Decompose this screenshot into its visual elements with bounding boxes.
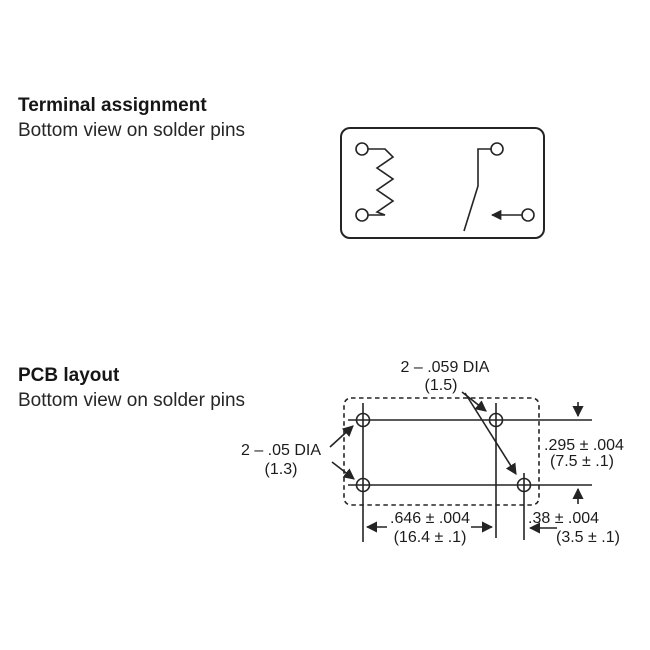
leader-arrow-small-hole-2 bbox=[331, 461, 355, 480]
hole-bottom-left bbox=[355, 477, 371, 493]
terminal-assignment-diagram bbox=[340, 127, 545, 239]
pcb-layout-title: PCB layout bbox=[18, 365, 120, 386]
leader-arrow-small-hole-1 bbox=[329, 425, 354, 448]
leader-arrow-large-hole-2 bbox=[464, 392, 517, 475]
coil-pin-bottom bbox=[355, 208, 369, 222]
hole-top-right bbox=[488, 412, 504, 428]
switch-contact-symbol bbox=[463, 148, 491, 232]
hole-top-left bbox=[355, 412, 371, 428]
width-dim-label-line2: (16.4 ± .1) bbox=[394, 529, 467, 546]
terminal-assignment-title: Terminal assignment bbox=[18, 95, 207, 116]
pcb-layout-subtitle: Bottom view on solder pins bbox=[18, 390, 246, 411]
relay-body-outline bbox=[340, 127, 545, 239]
width-dim-label-line1: .646 ± .004 bbox=[390, 510, 470, 527]
terminal-assignment-header: Terminal assignment Bottom view on solde… bbox=[18, 93, 245, 143]
height-dim-label-line1: .295 ± .004 bbox=[544, 437, 624, 454]
contact-pin-top bbox=[490, 142, 504, 156]
small-holes-label-line1: 2 – .05 DIA bbox=[241, 442, 321, 459]
small-holes-label-line2: (1.3) bbox=[265, 461, 298, 478]
contact-pin-bottom bbox=[521, 208, 535, 222]
terminal-assignment-subtitle: Bottom view on solder pins bbox=[18, 120, 246, 141]
offset-dim-label-line1: .38 ± .004 bbox=[528, 510, 599, 527]
offset-dim-label-line2: (3.5 ± .1) bbox=[556, 529, 620, 546]
hole-bottom-right bbox=[516, 477, 532, 493]
pcb-layout-diagram: 2 – .059 DIA (1.5) 2 – .05 DIA (1.3) .29… bbox=[241, 359, 624, 546]
pcb-layout-header: PCB layout Bottom view on solder pins bbox=[18, 363, 245, 413]
coil-symbol bbox=[368, 148, 395, 216]
height-dim-label-line2: (7.5 ± .1) bbox=[550, 453, 614, 470]
relay-footprint-dashed-outline bbox=[343, 397, 540, 506]
large-holes-label-line1: 2 – .059 DIA bbox=[401, 359, 490, 376]
coil-pin-top bbox=[355, 142, 369, 156]
large-holes-label-line2: (1.5) bbox=[425, 377, 458, 394]
